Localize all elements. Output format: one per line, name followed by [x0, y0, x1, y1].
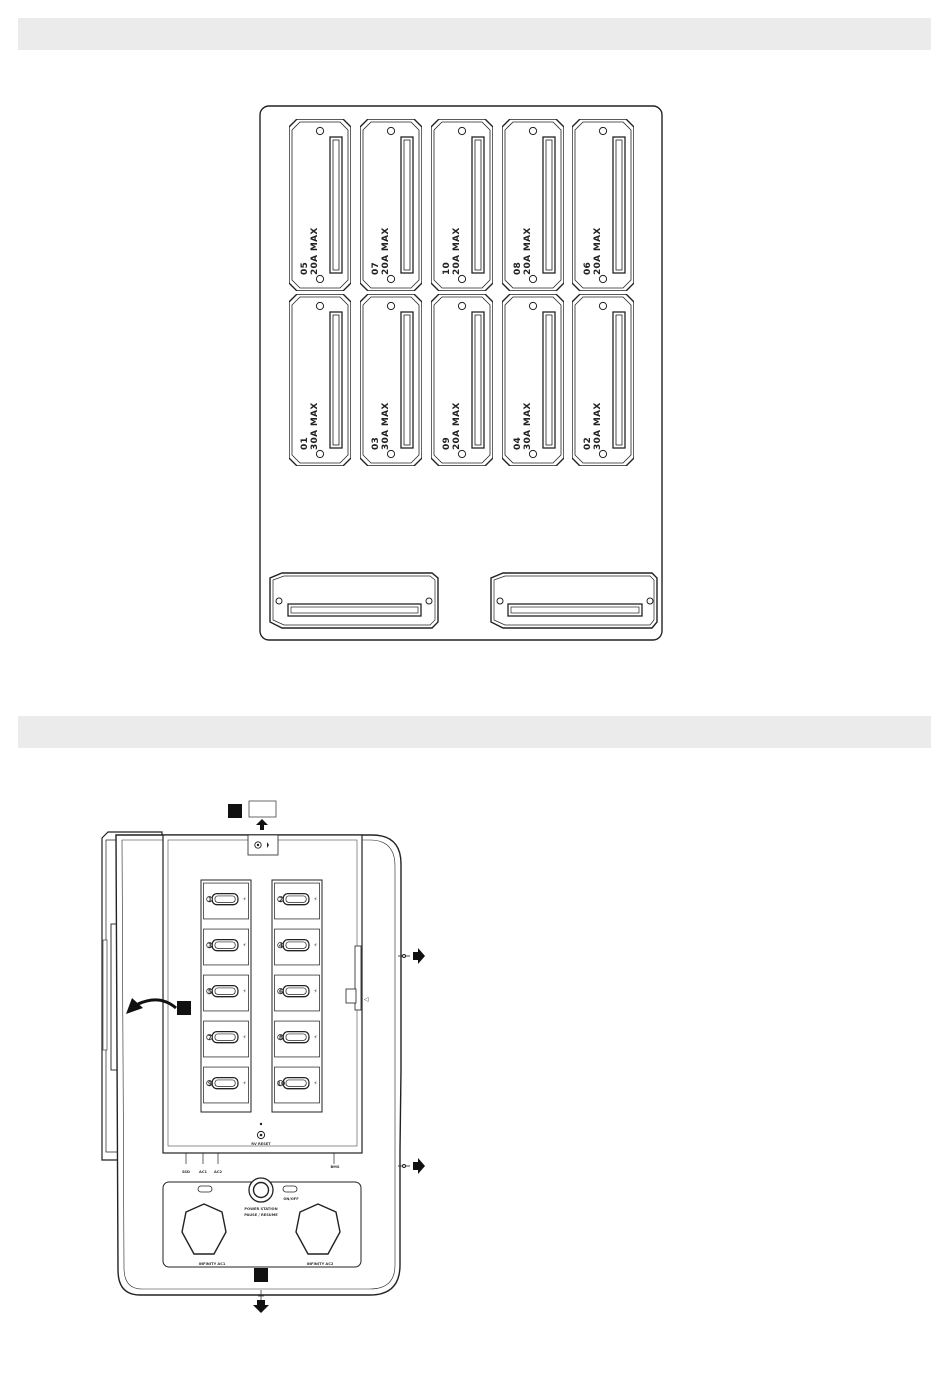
fuse-rating: 20A MAX — [452, 402, 462, 450]
fuse-id: 10 — [442, 262, 452, 275]
fuse-slot: 0430A MAX — [502, 294, 564, 466]
outlet: 3 — [203, 929, 248, 965]
fuse-slot: 0330A MAX — [360, 294, 422, 466]
fuse-rating: 20A MAX — [593, 227, 603, 275]
outlet-number: 8 — [279, 1035, 283, 1042]
fuse-id: 08 — [513, 262, 523, 275]
lower-panel: ON/OFF POWER STATION PAUSE / RESUME INFI… — [163, 1178, 361, 1267]
fuse-id: 05 — [300, 262, 310, 275]
callout-top — [228, 801, 276, 830]
fuse-id: 04 — [513, 437, 523, 450]
fuse-slot: 0620A MAX — [572, 119, 634, 291]
fuse-slot: 0720A MAX — [360, 119, 422, 291]
outlet: 5 — [203, 975, 248, 1011]
fuse-id: 09 — [442, 437, 452, 450]
fuse-rating: 20A MAX — [381, 227, 391, 275]
outlet-number: 5 — [208, 989, 212, 996]
outlet-number: 3 — [208, 943, 212, 950]
outlet-number: 7 — [208, 1035, 212, 1042]
outlet-number: 10 — [277, 1081, 285, 1088]
outlet-number: 1 — [208, 897, 212, 904]
outlets-right: 2 4 6 8 10 — [274, 883, 319, 1103]
outlet: 4 — [274, 929, 319, 965]
status-label-ac1: AC1 — [199, 1170, 207, 1174]
outlet: 1 — [203, 883, 248, 919]
svg-text:◁: ◁ — [364, 996, 369, 1003]
connector-left — [270, 573, 438, 628]
connector-right — [491, 573, 657, 628]
outlet: 7 — [203, 1021, 248, 1057]
fuse-slot: 0820A MAX — [502, 119, 564, 291]
outlet: 10 — [274, 1067, 319, 1103]
fuse-rating: 20A MAX — [452, 227, 462, 275]
outlet-number: 9 — [208, 1081, 212, 1088]
outlet: 2 — [274, 883, 319, 919]
fuse-id: 07 — [371, 262, 381, 275]
fuse-rating: 30A MAX — [523, 402, 533, 450]
center-label-1: POWER STATION — [244, 1207, 277, 1211]
fuse-id: 06 — [583, 262, 593, 275]
fuse-slot: 0520A MAX — [289, 119, 351, 291]
ac-left-label: INFINITY AC1 — [199, 1262, 226, 1266]
fuse-id: 02 — [583, 437, 593, 450]
fuse-slot: 0230A MAX — [572, 294, 634, 466]
center-label-2: PAUSE / RESUME — [244, 1213, 278, 1217]
fuse-rating: 20A MAX — [310, 227, 320, 275]
fuse-rating: 30A MAX — [310, 402, 320, 450]
fuse-rating: 30A MAX — [381, 402, 391, 450]
outlet-number: 4 — [279, 943, 283, 950]
status-label-ssd: SSD — [182, 1170, 190, 1174]
ac-right-label: INFINITY AC2 — [307, 1262, 334, 1266]
fuse-id: 03 — [371, 437, 381, 450]
status-label-ac2: AC2 — [214, 1170, 222, 1174]
outlet: 9 — [203, 1067, 248, 1103]
outlet: 8 — [274, 1021, 319, 1057]
fuse-id: 01 — [300, 437, 310, 450]
fuse-rating: 30A MAX — [593, 402, 603, 450]
fuse-slot: 0130A MAX — [289, 294, 351, 466]
outlets-left: 1 3 5 7 9 — [203, 883, 248, 1103]
bms-label: BMS — [331, 1165, 340, 1169]
fuse-rating: 20A MAX — [523, 227, 533, 275]
fuse-slot: 1020A MAX — [431, 119, 493, 291]
fuse-slot: 0920A MAX — [431, 294, 493, 466]
outlet: 6 — [274, 975, 319, 1011]
rv-reset-label: RV RESET — [251, 1142, 271, 1146]
outlet-number: 6 — [279, 989, 283, 996]
onoff-label: ON/OFF — [283, 1197, 299, 1201]
right-arrows — [398, 948, 425, 1174]
outlet-number: 2 — [279, 897, 283, 904]
